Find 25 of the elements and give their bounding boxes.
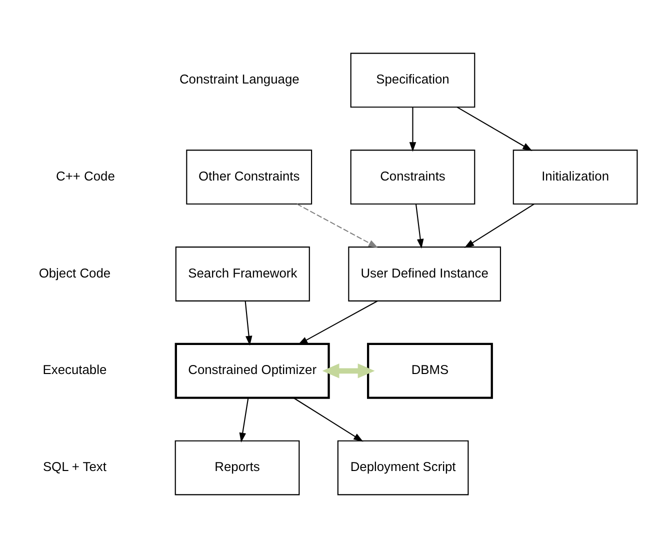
label: Constraint Language bbox=[179, 72, 300, 87]
arrow bbox=[415, 204, 424, 249]
arrow bbox=[456, 106, 532, 151]
node-box: Reports bbox=[174, 440, 300, 496]
label: Executable bbox=[42, 362, 107, 378]
node-box: User Defined Instance bbox=[348, 246, 502, 302]
arrow bbox=[293, 397, 364, 442]
arrow bbox=[464, 204, 534, 248]
arrow bbox=[296, 204, 378, 248]
arrow bbox=[322, 363, 375, 378]
node-box: Search Framework bbox=[175, 246, 310, 302]
node-box: Other Constraints bbox=[186, 150, 312, 205]
node-box: Constrained Optimizer bbox=[174, 342, 330, 399]
label: Object Code bbox=[38, 265, 111, 280]
arrow bbox=[239, 398, 249, 442]
label: SQL + Text bbox=[42, 459, 106, 474]
node-box: DBMS bbox=[366, 342, 493, 399]
node-box: Initialization bbox=[512, 150, 638, 205]
arrow bbox=[244, 300, 252, 346]
arrow bbox=[298, 300, 378, 345]
node-box: Constraints bbox=[350, 150, 476, 205]
node-box: Specification bbox=[350, 52, 476, 108]
arrow bbox=[409, 107, 416, 152]
node-box: Deployment Script bbox=[337, 440, 469, 496]
label: C++ Code bbox=[56, 168, 115, 184]
